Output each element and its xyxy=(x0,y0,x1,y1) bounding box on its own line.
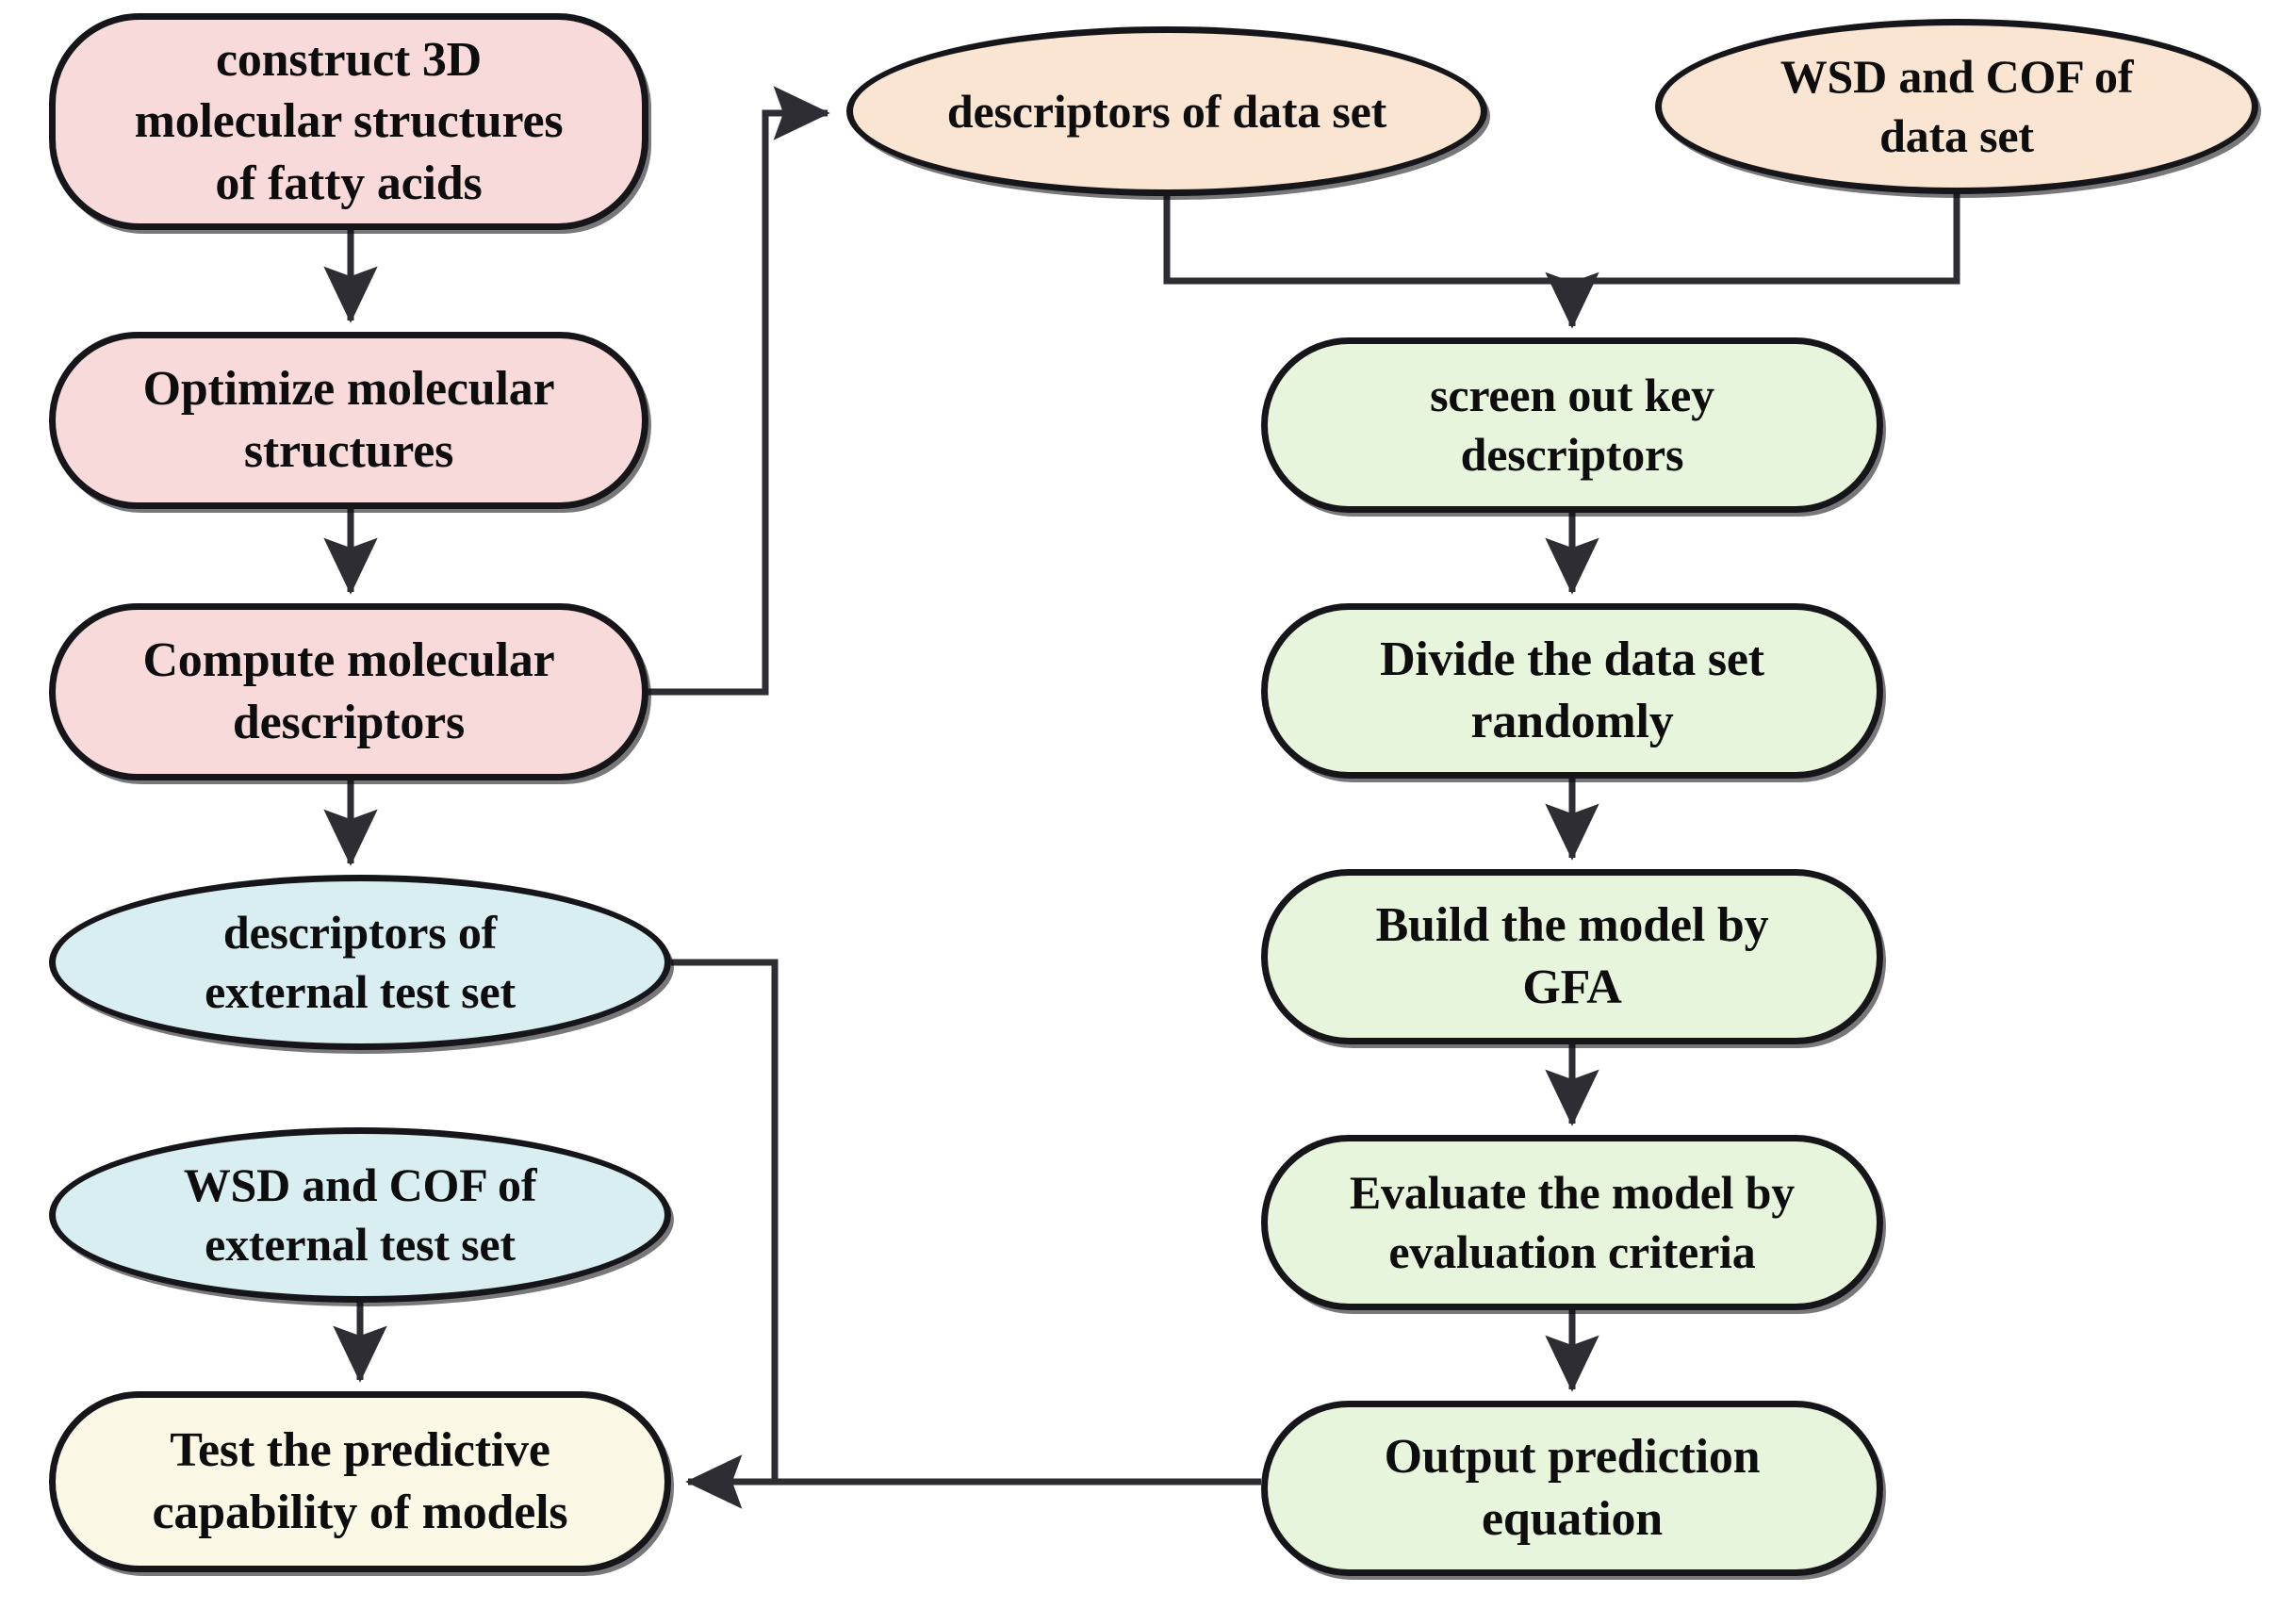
edge-compute-to-descriptors-dataset xyxy=(648,86,830,696)
node-test-predictive-capability-of-models[interactable]: Test the predictive capability of models xyxy=(49,1391,671,1572)
node-label: Build the model by GFA xyxy=(1375,898,1769,1014)
node-screen-out-key-descriptors[interactable]: screen out key descriptors xyxy=(1261,337,1883,513)
node-evaluate-the-model-by-evaluation-criteria[interactable]: Evaluate the model by evaluation criteri… xyxy=(1261,1135,1883,1310)
node-label: Evaluate the model by evaluation criteri… xyxy=(1349,1166,1796,1278)
edge-wsd-cof-dataset-to-junction xyxy=(1572,194,1960,285)
node-descriptors-of-external-test-set[interactable]: descriptors of external test set xyxy=(49,875,671,1050)
node-construct-3d-molecular-structures[interactable]: construct 3D molecular structures of fat… xyxy=(49,13,648,230)
node-descriptors-of-data-set[interactable]: descriptors of data set xyxy=(846,26,1487,196)
edge-descriptors-dataset-to-junction xyxy=(1163,196,1572,285)
node-label: Output prediction equation xyxy=(1384,1430,1761,1546)
node-optimize-molecular-structures[interactable]: Optimize molecular structures xyxy=(49,332,648,509)
node-divide-the-data-set-randomly[interactable]: Divide the data set randomly xyxy=(1261,603,1883,779)
node-build-the-model-by-gfa[interactable]: Build the model by GFA xyxy=(1261,869,1883,1044)
node-label: WSD and COF of data set xyxy=(1779,50,2134,162)
node-wsd-and-cof-of-external-test-set[interactable]: WSD and COF of external test set xyxy=(49,1127,671,1303)
edge-descriptors-external-to-rail xyxy=(671,959,779,1482)
node-label: Optimize molecular structures xyxy=(142,362,555,478)
node-label: WSD and COF of external test set xyxy=(183,1158,537,1271)
node-compute-molecular-descriptors[interactable]: Compute molecular descriptors xyxy=(49,603,648,780)
node-label: Compute molecular descriptors xyxy=(142,633,555,749)
node-wsd-and-cof-of-data-set[interactable]: WSD and COF of data set xyxy=(1655,19,2258,194)
node-label: descriptors of data set xyxy=(946,84,1387,138)
node-label: construct 3D molecular structures of fat… xyxy=(134,32,564,210)
node-label: screen out key descriptors xyxy=(1430,369,1714,481)
node-label: Test the predictive capability of models xyxy=(152,1423,568,1539)
node-label: Divide the data set randomly xyxy=(1380,632,1764,748)
node-output-prediction-equation[interactable]: Output prediction equation xyxy=(1261,1401,1883,1576)
node-label: descriptors of external test set xyxy=(205,906,516,1018)
